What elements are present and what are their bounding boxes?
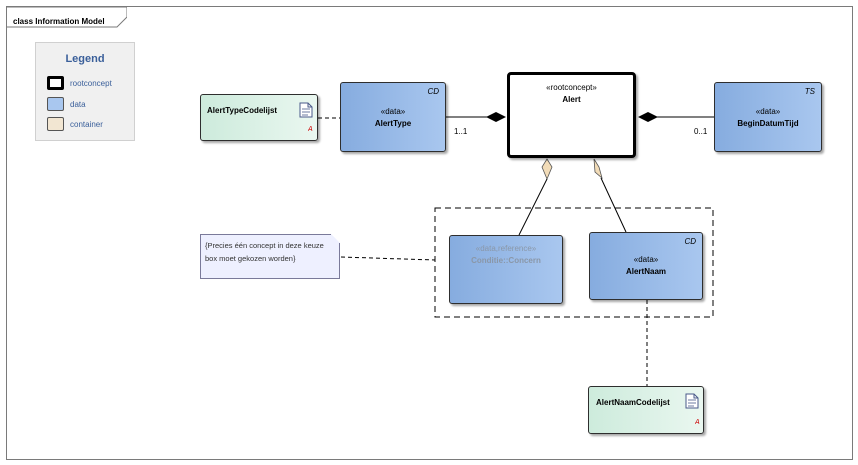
legend-label-rootconcept: rootconcept <box>70 79 112 88</box>
document-icon <box>299 102 313 118</box>
class-alerttype[interactable]: CD «data» AlertType <box>340 82 446 152</box>
association-conditie <box>518 178 548 236</box>
multiplicity-begindatumtijd: 0..1 <box>694 127 708 136</box>
class-stereotype: «rootconcept» <box>546 83 597 92</box>
class-begindatumtijd[interactable]: TS «data» BeginDatumTijd <box>714 82 822 152</box>
choice-box <box>434 207 714 318</box>
class-stereotype: «data,reference» <box>475 244 537 253</box>
class-name: AlertTypeCodelijst <box>207 106 278 115</box>
type-tag: TS <box>804 87 815 96</box>
container-diamond-right <box>593 158 603 180</box>
svg-text:A: A <box>308 126 313 132</box>
type-tag: CD <box>427 87 439 96</box>
class-name: Alert <box>562 95 581 104</box>
association-alertnaam <box>600 177 627 233</box>
note-fold <box>331 234 340 243</box>
class-name: Conditie::Concern <box>471 256 541 265</box>
class-name: AlertNaam <box>625 267 666 276</box>
class-alerttypecodelijst[interactable]: AlertTypeCodelijst A <box>200 94 318 141</box>
legend-swatch-data <box>47 97 64 111</box>
abstract-icon: A <box>308 126 313 132</box>
legend-label-data: data <box>70 100 86 109</box>
type-tag: CD <box>684 237 696 246</box>
class-conditie-concern[interactable]: «data,reference» Conditie::Concern <box>449 235 563 304</box>
document-icon <box>685 393 699 409</box>
svg-text:A: A <box>695 419 700 425</box>
class-alertnaamcodelijst[interactable]: AlertNaamCodelijst A <box>588 386 704 434</box>
class-stereotype: «data» <box>380 107 406 116</box>
container-diamond-left <box>541 158 553 181</box>
class-name: AlertType <box>374 119 412 128</box>
note-link <box>340 256 436 261</box>
frame-tab <box>7 7 127 28</box>
composition-diamond-alerttype <box>486 112 506 122</box>
class-stereotype: «data» <box>755 107 781 116</box>
class-alert[interactable]: «rootconcept» Alert <box>507 72 636 158</box>
note-line-2: box moet gekozen worden} <box>205 254 296 263</box>
class-name: BeginDatumTijd <box>737 119 799 128</box>
legend-label-container: container <box>70 120 103 129</box>
constraint-note[interactable]: {Precies één concept in deze keuze box m… <box>200 234 340 279</box>
legend-swatch-container <box>47 117 64 131</box>
class-stereotype: «data» <box>633 255 659 264</box>
frame-title: class Information Model <box>13 17 105 26</box>
class-name: AlertNaamCodelijst <box>596 398 670 407</box>
composition-diamond-begindatumtijd <box>638 112 658 122</box>
note-line-1: {Precies één concept in deze keuze <box>205 241 324 250</box>
diagram-frame: class Information Model <box>6 6 853 460</box>
legend: Legend rootconcept data container <box>35 42 135 141</box>
class-alertnaam[interactable]: CD «data» AlertNaam <box>589 232 703 300</box>
legend-title: Legend <box>65 53 105 65</box>
legend-swatch-rootconcept <box>47 76 64 90</box>
multiplicity-alerttype: 1..1 <box>454 127 468 136</box>
abstract-icon: A <box>695 419 700 425</box>
